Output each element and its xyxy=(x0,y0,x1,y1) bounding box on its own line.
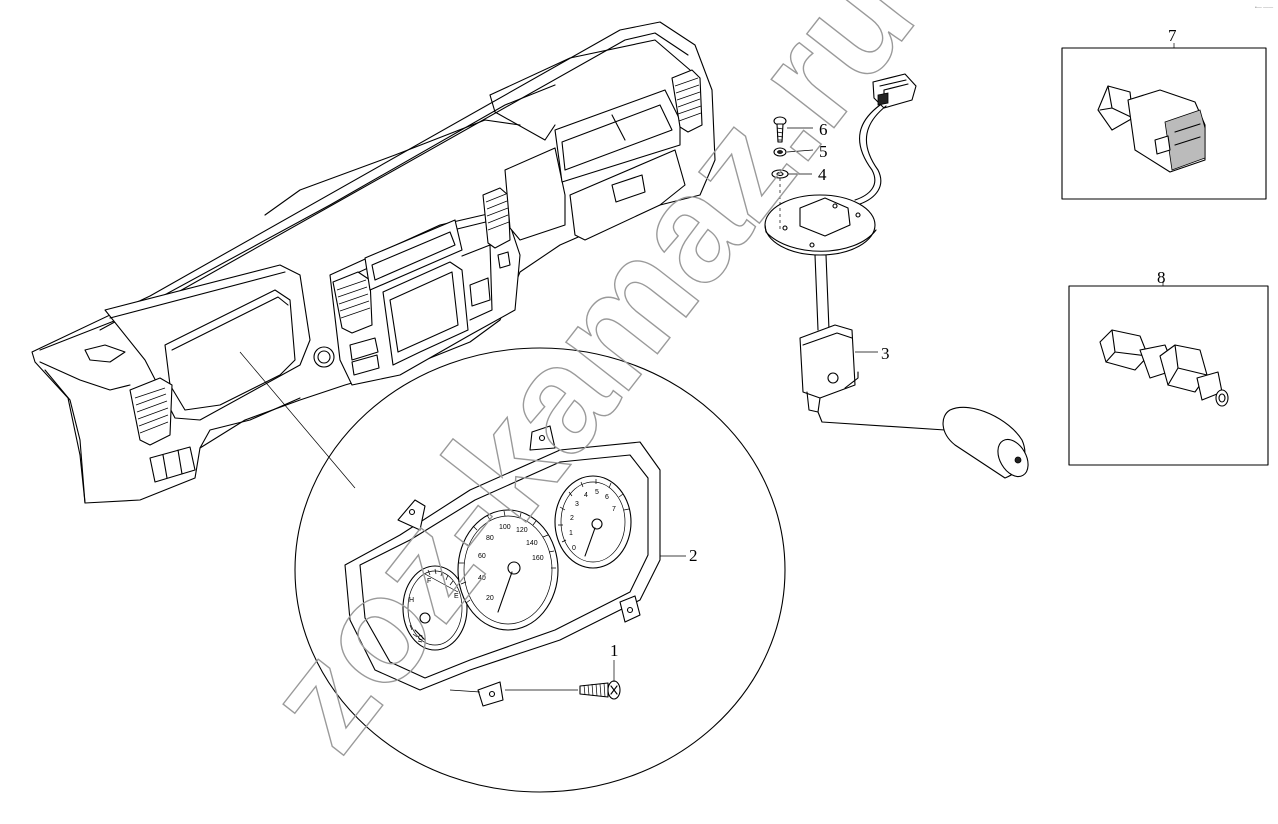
screw-part-6 xyxy=(773,116,813,143)
tachometer-tick-1: 1 xyxy=(569,530,573,537)
tachometer: 0 1 2 3 4 5 6 7 xyxy=(554,475,632,569)
tachometer-tick-6: 6 xyxy=(605,494,609,501)
sensor-part-7 xyxy=(1061,47,1267,200)
tachometer-tick-7: 7 xyxy=(612,506,616,513)
callout-3: 3 xyxy=(881,344,890,363)
speedometer-tick-80: 80 xyxy=(486,535,494,542)
screw-part-1 xyxy=(505,680,621,700)
callout-7: 7 xyxy=(1168,26,1177,45)
instrument-cluster: F E H C 20 40 60 80 100 120 140 160 xyxy=(344,425,661,707)
tachometer-tick-3: 3 xyxy=(575,501,579,508)
fuel-gauge-empty-mark: E xyxy=(454,593,459,600)
speedometer-tick-60: 60 xyxy=(478,553,486,560)
sensor-part-8 xyxy=(1068,285,1269,466)
speedometer-tick-20: 20 xyxy=(486,595,494,602)
callout-6: 6 xyxy=(819,120,828,139)
fuel-gauge-full-mark: F xyxy=(427,578,431,585)
speedometer-tick-40: 40 xyxy=(478,575,486,582)
detail-ellipse xyxy=(294,347,786,793)
callout-1: 1 xyxy=(610,641,619,660)
callout-2: 2 xyxy=(689,546,698,565)
tachometer-tick-4: 4 xyxy=(584,492,588,499)
speedometer-tick-120: 120 xyxy=(516,527,528,534)
callout-8: 8 xyxy=(1157,268,1166,287)
speedometer-tick-160: 160 xyxy=(532,555,544,562)
temp-gauge-cold-mark: C xyxy=(418,635,423,642)
speedometer: 20 40 60 80 100 120 140 160 xyxy=(457,509,559,631)
callout-labels: 1 2 3 4 5 6 7 8 xyxy=(610,26,1177,682)
callout-5: 5 xyxy=(819,142,828,161)
callout-4: 4 xyxy=(818,165,827,184)
lock-washer-part-5 xyxy=(773,147,814,157)
detail-leader-line xyxy=(239,351,356,489)
temp-gauge-hot-mark: H xyxy=(409,597,414,604)
washer-part-4 xyxy=(771,169,812,230)
tachometer-tick-0: 0 xyxy=(572,545,576,552)
speedometer-tick-100: 100 xyxy=(499,524,511,531)
fuel-level-sender-part-3 xyxy=(764,73,1029,479)
tachometer-tick-5: 5 xyxy=(595,489,599,496)
dashboard-assembly xyxy=(31,21,716,504)
tachometer-tick-2: 2 xyxy=(570,515,574,522)
speedometer-tick-140: 140 xyxy=(526,540,538,547)
fuel-temp-gauge: F E H C xyxy=(402,565,468,651)
corner-mark: •— —— xyxy=(1255,5,1273,11)
